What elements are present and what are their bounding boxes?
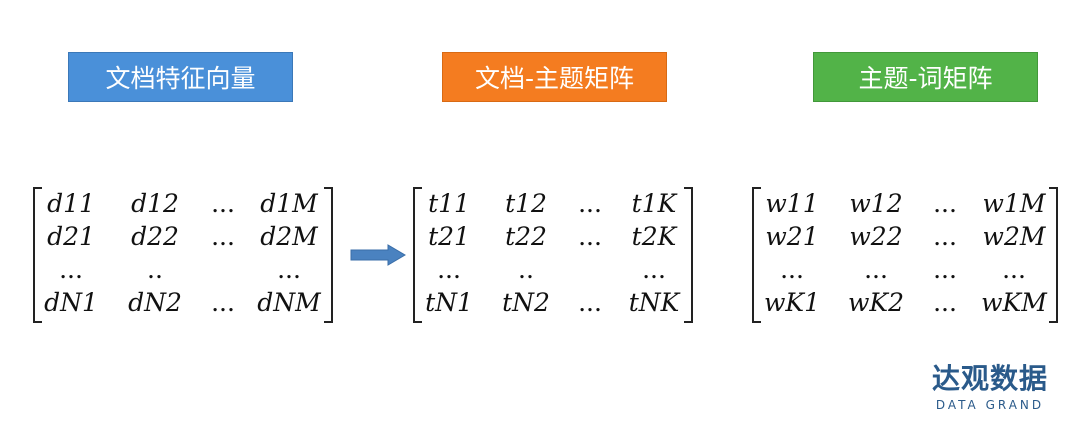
brand-chinese-name: 达观数据 [931, 362, 1048, 395]
matrix-cell: ... [1002, 255, 1026, 284]
right-bracket [1049, 187, 1058, 323]
brand-logo: 达观数据 DATA GRAND [920, 362, 1060, 414]
matrix-cell: ... [933, 288, 957, 317]
left-bracket [33, 187, 42, 323]
matrix-cell: dN1 [44, 288, 98, 317]
matrix-cell: ... [211, 222, 235, 251]
matrix-cell: d12 [131, 189, 179, 218]
matrix-cell: ... [437, 255, 461, 284]
matrix-cell: d1M [260, 189, 318, 218]
matrix-cell: d2M [260, 222, 318, 251]
matrix-cell: d11 [47, 189, 95, 218]
matrix-cell: t2K [631, 222, 677, 251]
left-bracket [413, 187, 422, 323]
matrix-cell: t12 [505, 189, 547, 218]
matrix-cell: ... [642, 255, 666, 284]
doc-topic-matrix: t11 t12 ... t1K t21 t22 ... t2K ... .. .… [413, 187, 693, 323]
matrix-cell: d22 [131, 222, 179, 251]
right-bracket [684, 187, 693, 323]
doc-feature-vector-label: 文档特征向量 [68, 52, 293, 102]
matrix-cell: ... [578, 189, 602, 218]
matrix-cell: tN2 [502, 288, 550, 317]
matrix-cell: ... [211, 189, 235, 218]
matrix-cell: ... [780, 255, 804, 284]
matrix-cell: ... [277, 255, 301, 284]
matrix-cell: t1K [631, 189, 677, 218]
matrix-cell: t11 [428, 189, 470, 218]
matrix-cell: dNM [257, 288, 321, 317]
topic-word-matrix: w11 w12 ... w1M w21 w22 ... w2M ... ... … [752, 187, 1058, 323]
matrix-cell: t22 [505, 222, 547, 251]
matrix-cell: d21 [47, 222, 95, 251]
left-bracket [752, 187, 761, 323]
matrix-cell: ... [933, 189, 957, 218]
matrix-cell: .. [147, 255, 163, 284]
matrix-cell: dN2 [128, 288, 182, 317]
matrix-cell: w2M [982, 222, 1046, 251]
matrix-cell: t21 [428, 222, 470, 251]
doc-feature-matrix: d11 d12 ... d1M d21 d22 ... d2M ... .. .… [33, 187, 333, 323]
matrix-cell: w21 [765, 222, 819, 251]
doc-topic-matrix-label: 文档-主题矩阵 [442, 52, 667, 102]
matrix-cell: w11 [765, 189, 819, 218]
matrix-cell: ... [578, 288, 602, 317]
matrix-cell: wK1 [764, 288, 820, 317]
matrix-cell: ... [933, 222, 957, 251]
matrix-cell: wK2 [848, 288, 904, 317]
matrix-cell: w1M [982, 189, 1046, 218]
matrix-cell: ... [211, 288, 235, 317]
matrix-cell: tN1 [425, 288, 473, 317]
arrow-right-icon [350, 244, 406, 266]
matrix-cell: wKM [981, 288, 1047, 317]
brand-english-name: DATA GRAND [935, 398, 1045, 412]
matrix-cell: w12 [849, 189, 903, 218]
matrix-cell: ... [578, 222, 602, 251]
matrix-cell: .. [518, 255, 534, 284]
matrix-cell: ... [933, 255, 957, 284]
matrix-cell: tNK [628, 288, 680, 317]
topic-word-matrix-label: 主题-词矩阵 [813, 52, 1038, 102]
matrix-cell: ... [59, 255, 83, 284]
matrix-cell: ... [864, 255, 888, 284]
right-bracket [324, 187, 333, 323]
matrix-cell: w22 [849, 222, 903, 251]
